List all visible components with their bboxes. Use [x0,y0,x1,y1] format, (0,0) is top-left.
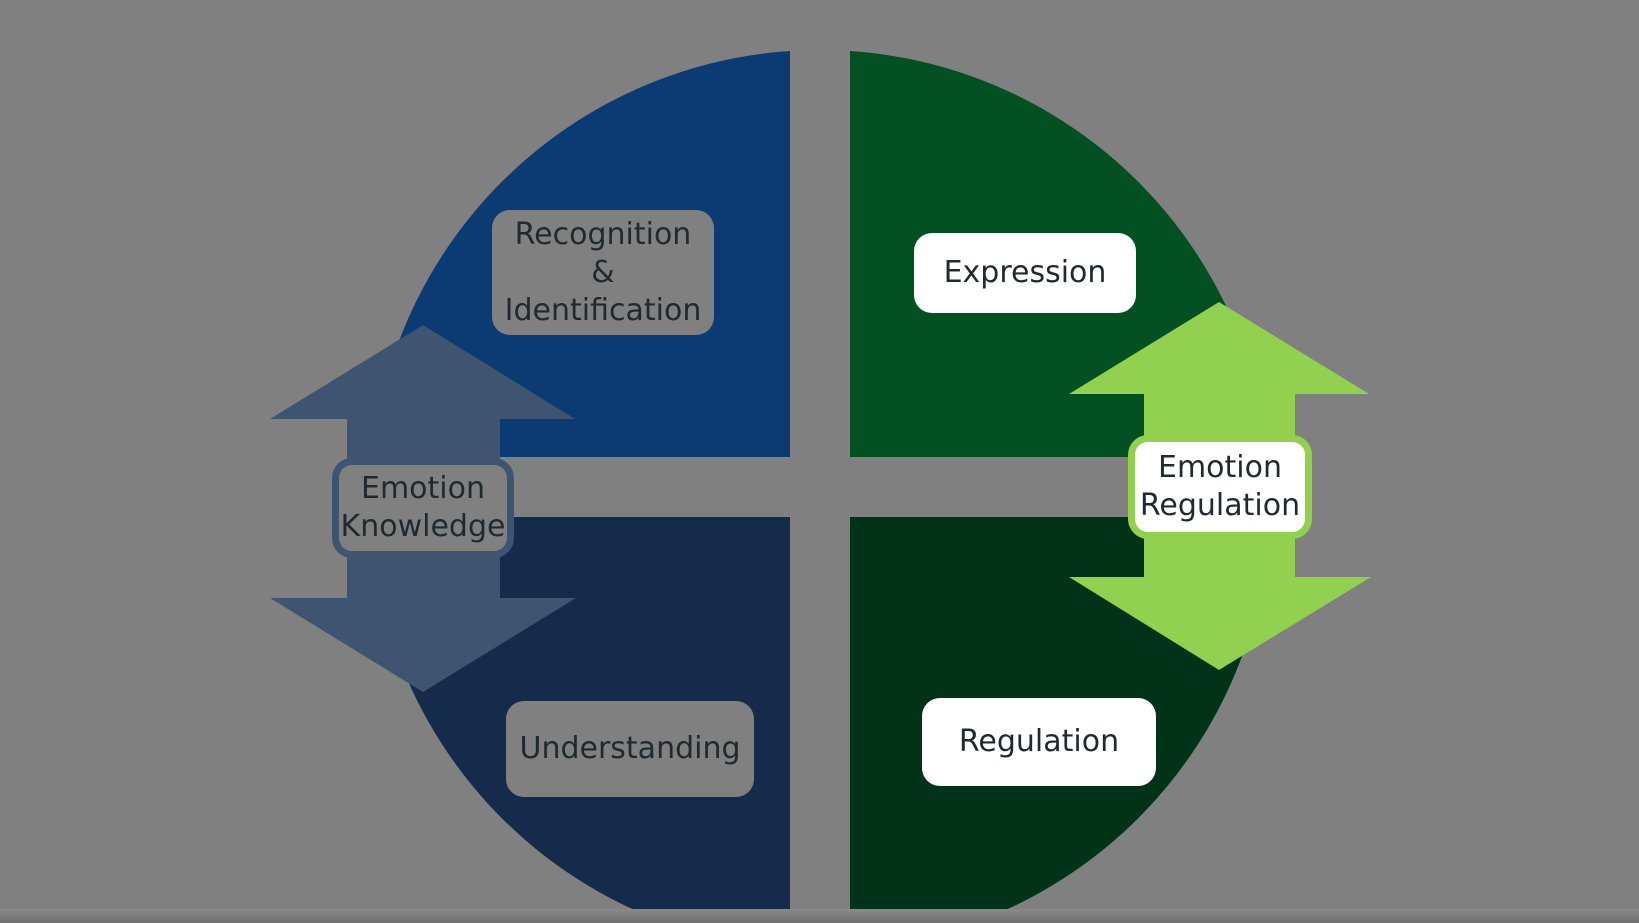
bottom-edge-bar [0,909,1639,923]
emotion-regulation-label: Emotion Regulation [1128,435,1312,539]
emotion-knowledge-label: Emotion Knowledge [332,458,514,558]
expression-label: Expression [914,233,1136,313]
recognition-identification-label: Recognition & Identification [492,210,714,335]
understanding-label: Understanding [506,701,754,797]
regulation-label: Regulation [922,698,1156,786]
